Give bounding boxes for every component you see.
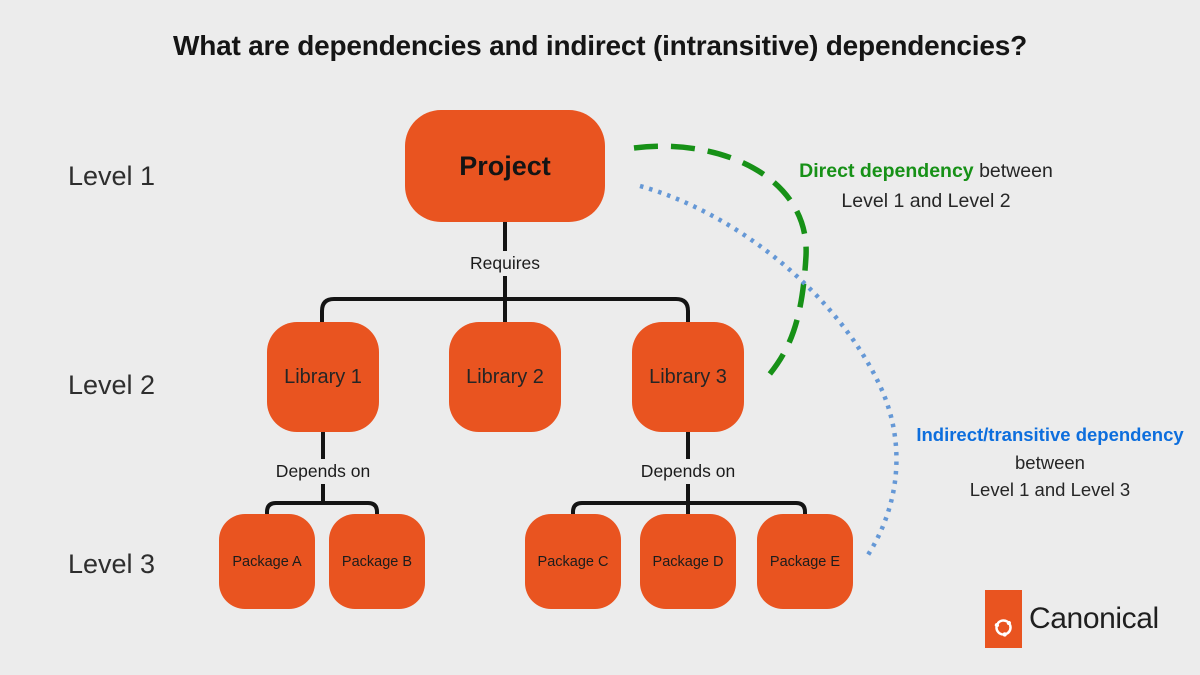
node-library-2: Library 2 bbox=[449, 322, 561, 432]
indirect-dependency-curve bbox=[639, 183, 899, 560]
indirect-dependency-line3: Level 1 and Level 3 bbox=[969, 479, 1131, 500]
node-library-3: Library 3 bbox=[632, 322, 744, 432]
libraries-branch-line bbox=[320, 297, 690, 322]
indirect-dependency-annotation: Indirect/transitive dependency between L… bbox=[898, 421, 1200, 504]
edge-label-depends-on-left: Depends on bbox=[268, 459, 378, 484]
ubuntu-logo-tag bbox=[985, 590, 1022, 648]
library1-packages-branch-line bbox=[265, 501, 379, 514]
node-package-c: Package C bbox=[525, 514, 621, 609]
edge-label-requires: Requires bbox=[462, 251, 548, 276]
node-library-1: Library 1 bbox=[267, 322, 379, 432]
direct-dependency-line1: Direct dependency between bbox=[768, 156, 1084, 186]
direct-dependency-rest: between bbox=[979, 160, 1053, 182]
direct-dependency-line2: Level 1 and Level 2 bbox=[841, 190, 1011, 212]
direct-dependency-highlight: Direct dependency bbox=[799, 160, 974, 182]
node-package-d: Package D bbox=[640, 514, 736, 609]
node-package-e: Package E bbox=[757, 514, 853, 609]
edge-label-depends-on-right: Depends on bbox=[633, 459, 743, 484]
level-1-label: Level 1 bbox=[68, 161, 156, 191]
node-package-a: Package A bbox=[219, 514, 315, 609]
page-title: What are dependencies and indirect (intr… bbox=[172, 30, 1028, 61]
node-package-b: Package B bbox=[329, 514, 425, 609]
library3-packages-branch-line bbox=[571, 501, 807, 514]
direct-dependency-annotation: Direct dependency between Level 1 and Le… bbox=[768, 156, 1084, 216]
canonical-wordmark: Canonical bbox=[1029, 602, 1159, 635]
indirect-dependency-line2: between bbox=[1015, 451, 1085, 473]
indirect-dependency-highlight: Indirect/transitive dependency bbox=[916, 424, 1184, 445]
canonical-branding: Canonical bbox=[985, 590, 1159, 648]
level-3-label: Level 3 bbox=[68, 549, 156, 579]
level-2-label: Level 2 bbox=[68, 370, 156, 400]
node-project: Project bbox=[405, 110, 605, 222]
